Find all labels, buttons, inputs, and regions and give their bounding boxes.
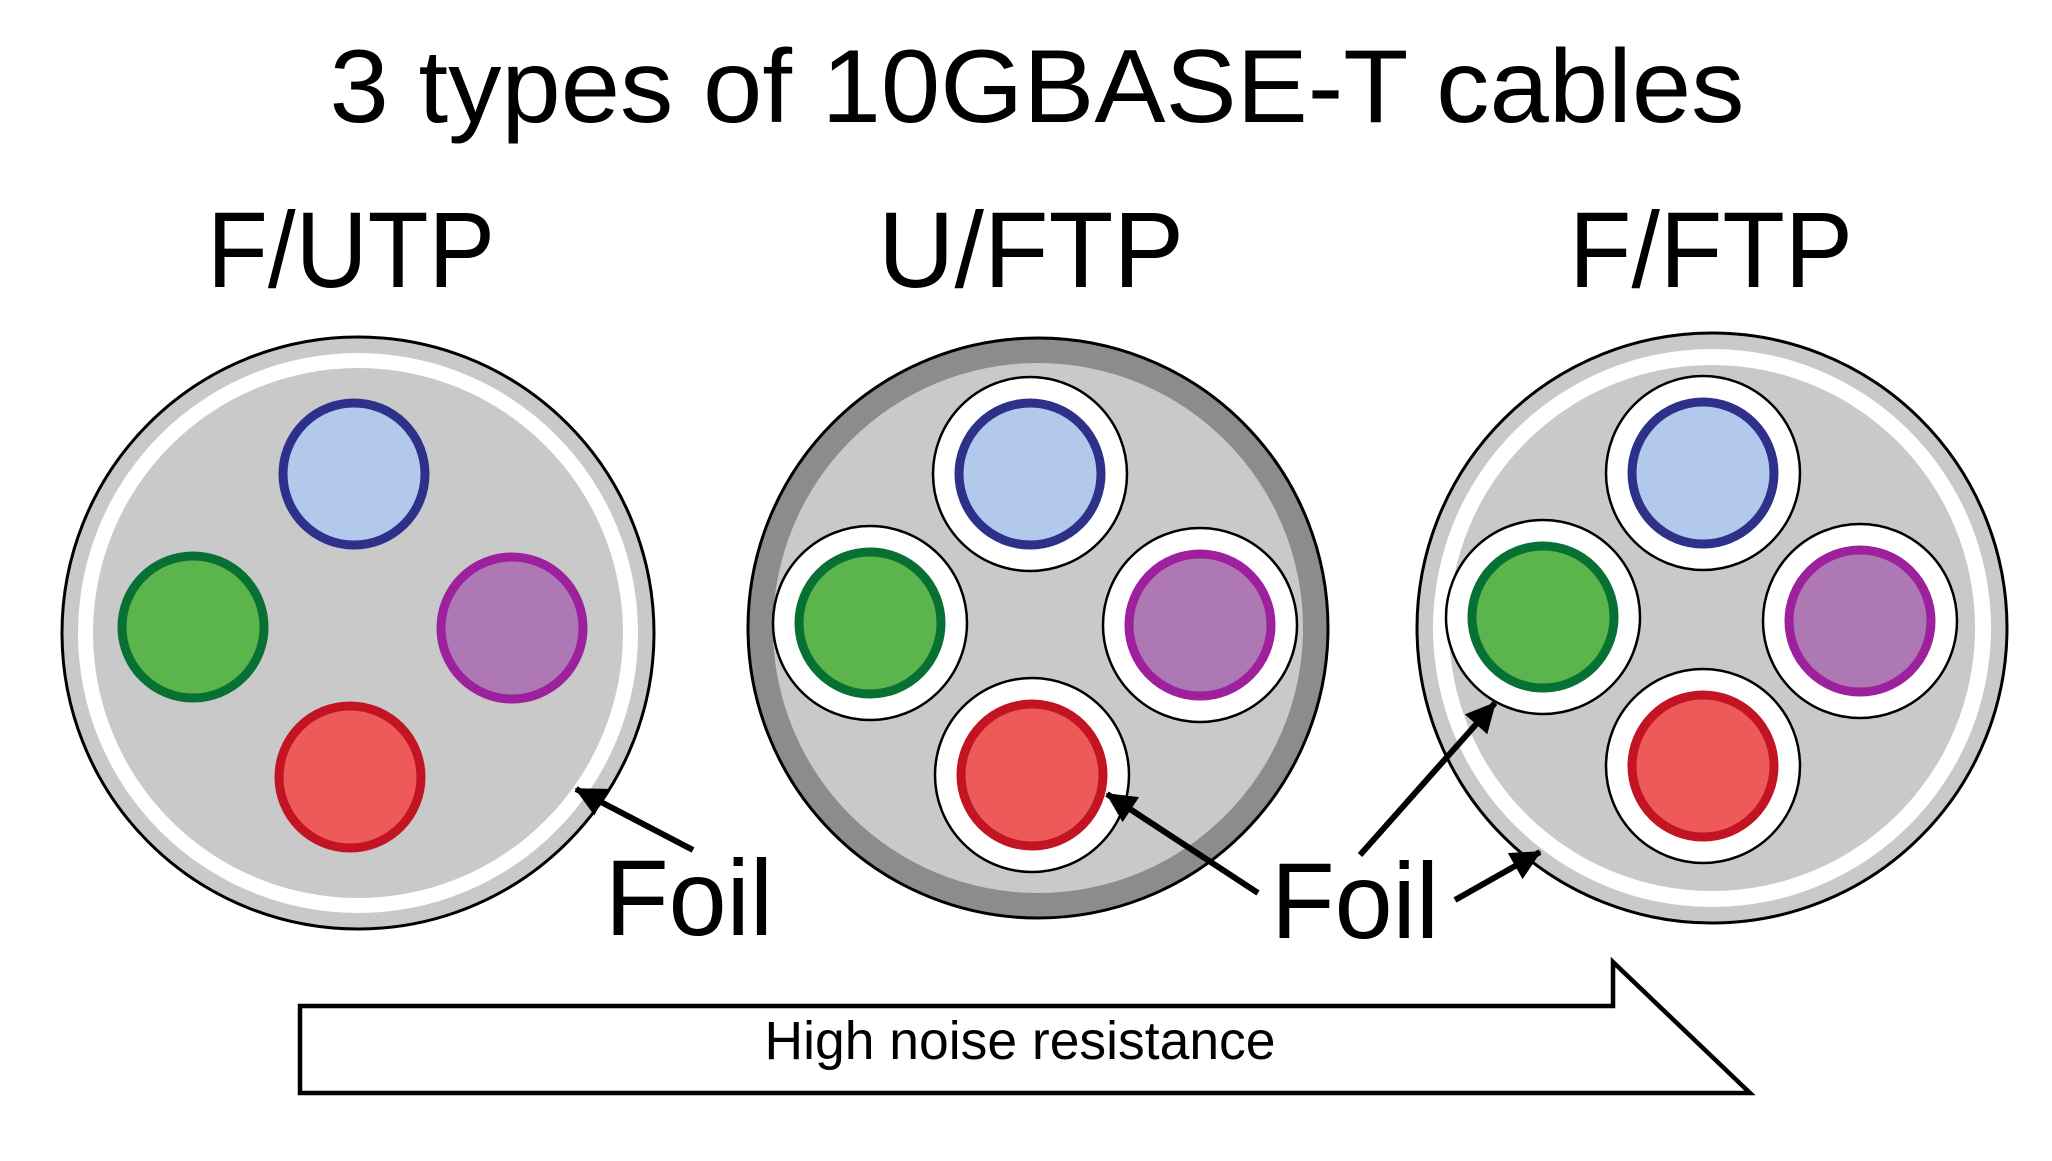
uftp-wire-blue	[954, 398, 1106, 550]
cable-label-futp: F/UTP	[207, 189, 495, 310]
futp-interior	[93, 368, 623, 898]
futp-wire-blue	[278, 398, 430, 550]
uftp-wire-purple	[1124, 549, 1276, 701]
fftp-wire-blue	[1627, 397, 1779, 549]
fftp-wire-purple	[1784, 545, 1936, 697]
cable-uftp	[746, 336, 1330, 920]
noise-resistance-label: High noise resistance	[765, 1011, 1276, 1071]
uftp-wire-green	[794, 547, 946, 699]
cable-label-fftp: F/FTP	[1569, 189, 1853, 310]
futp-wire-green	[117, 551, 269, 703]
noise-resistance-arrow	[297, 956, 1756, 1096]
fftp-wire-red	[1627, 690, 1779, 842]
foil-arrow-fftp-pair-foil	[1357, 701, 1498, 857]
cable-futp	[60, 335, 656, 931]
foil-label-left: Foil	[605, 837, 773, 958]
futp-wire-purple	[436, 552, 588, 704]
foil-arrow-fftp-overall-foil	[1453, 849, 1542, 903]
page-title: 3 types of 10GBASE-T cables	[330, 29, 1745, 145]
foil-arrow-futp-overall-foil	[574, 786, 695, 853]
fftp-interior	[1449, 365, 1975, 891]
cable-label-uftp: U/FTP	[878, 189, 1184, 310]
futp-wire-red	[274, 701, 426, 853]
uftp-interior	[773, 363, 1303, 893]
foil-label-right: Foil	[1271, 840, 1439, 961]
foil-arrow-uftp-pair-foil	[1105, 791, 1260, 896]
cable-fftp	[1415, 331, 2009, 925]
fftp-wire-green	[1467, 541, 1619, 693]
uftp-wire-red	[956, 699, 1108, 851]
